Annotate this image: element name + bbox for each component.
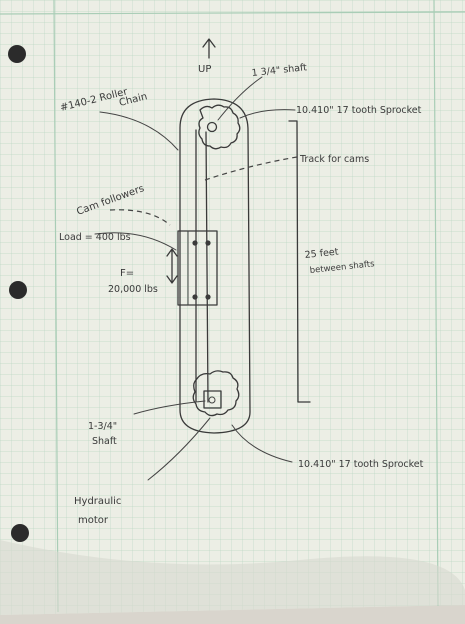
track-label: Track for cams bbox=[299, 154, 369, 165]
cam-follower-4 bbox=[205, 294, 211, 300]
chain-loop-outer bbox=[179, 98, 251, 434]
force-label-line1: F= bbox=[120, 268, 134, 279]
track-dashed-line bbox=[204, 156, 298, 181]
leader-bottom-sprocket bbox=[231, 424, 293, 463]
bottom-shaft-label-line2: Shaft bbox=[92, 436, 117, 447]
margin-line-right bbox=[433, 0, 439, 607]
margin-line-left bbox=[53, 0, 59, 613]
paper-shadow bbox=[0, 540, 465, 615]
cam-follower-2 bbox=[205, 240, 211, 246]
up-label: UP bbox=[198, 64, 211, 75]
leader-load bbox=[94, 232, 177, 251]
load-label: Load = 400 lbs bbox=[59, 232, 131, 243]
top-sprocket-label: 10.410" 17 tooth Sprocket bbox=[296, 105, 422, 116]
bottom-sprocket bbox=[192, 370, 240, 417]
cam-follower-dashed-line bbox=[109, 209, 171, 226]
carriage-block bbox=[177, 230, 218, 306]
cam-follower-3 bbox=[192, 294, 198, 300]
leader-motor bbox=[147, 417, 211, 481]
dimension-line bbox=[288, 120, 311, 403]
motor-label-line2: motor bbox=[78, 515, 109, 526]
binder-hole-middle bbox=[9, 281, 27, 299]
force-label-line2: 20,000 lbs bbox=[108, 284, 158, 295]
chain-strand-right bbox=[205, 131, 209, 403]
cam-follower-1 bbox=[192, 240, 198, 246]
leader-chain bbox=[99, 111, 179, 151]
force-arrow-icon bbox=[166, 248, 178, 284]
binder-hole-top bbox=[8, 45, 26, 63]
distance-label-line1: 25 feet bbox=[304, 246, 339, 261]
leader-bottom-shaft bbox=[133, 400, 206, 415]
bottom-shaft-icon bbox=[203, 390, 222, 409]
top-sprocket bbox=[198, 104, 241, 150]
motor-label-line1: Hydraulic bbox=[74, 496, 121, 507]
bottom-sprocket-label: 10.410" 17 tooth Sprocket bbox=[298, 459, 424, 470]
leader-top-shaft bbox=[217, 76, 263, 121]
up-arrow-icon bbox=[202, 38, 216, 59]
bottom-shaft-hole bbox=[208, 396, 216, 404]
binder-hole-bottom bbox=[11, 524, 29, 542]
leader-top-sprocket bbox=[239, 109, 296, 119]
margin-line-top bbox=[0, 11, 465, 15]
top-shaft-icon bbox=[206, 121, 218, 133]
bottom-shaft-label-line1: 1-3/4" bbox=[88, 421, 117, 432]
